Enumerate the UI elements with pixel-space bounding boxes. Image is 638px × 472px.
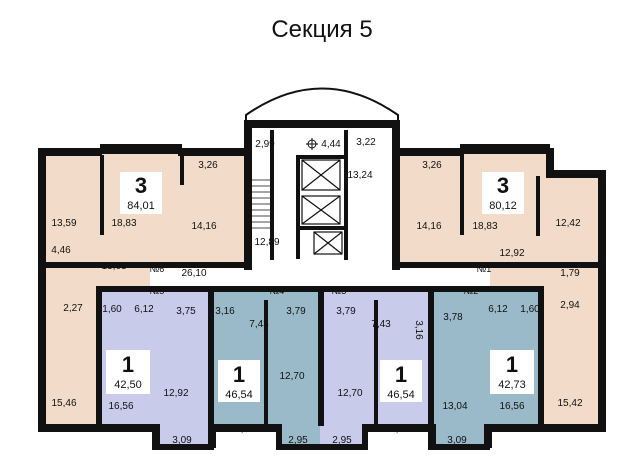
room-area-label: 18,83 (111, 218, 136, 229)
room-area-label: 13,59 (51, 218, 76, 229)
apartment-number-tag: №4 (270, 286, 285, 296)
elevator-shafts (301, 159, 343, 255)
rooms-count: 3 (497, 173, 509, 198)
rooms-count: 1 (233, 362, 245, 387)
rooms-count: 3 (135, 173, 147, 198)
room-area-label: 3,26 (198, 160, 218, 171)
apartment-fill-right-3room (398, 149, 600, 292)
badge-left-3room: 3 84,01 (120, 172, 162, 214)
room-area-label: 1,60 (102, 304, 122, 315)
apartment-number-tag: №6 (150, 264, 165, 274)
room-fill-right-1542 (540, 292, 600, 425)
room-area-label: 18,00 (384, 424, 409, 435)
room-area-label: 12,42 (555, 218, 580, 229)
apartment-fill-1-left-loggia (154, 425, 210, 447)
room-area-label: 3,09 (447, 435, 467, 446)
apartment-number-tag: №5 (150, 286, 165, 296)
room-area-label: 16,56 (108, 401, 133, 412)
badge-apt3-right: 1 46,54 (380, 360, 422, 402)
room-area-label: 15,46 (51, 398, 76, 409)
room-area-label: 4,46 (51, 245, 71, 256)
room-area-label: 26,10 (181, 268, 206, 279)
room-area-label: 1,60 (520, 304, 540, 315)
badge-apt2-left: 1 46,54 (218, 360, 260, 402)
room-area-label: 13,04 (442, 401, 467, 412)
room-area-label: 6,12 (134, 304, 154, 315)
room-area-label: 3,79 (336, 306, 356, 317)
crosshair-icon (306, 138, 318, 150)
apartment-fill-4-right-loggia (430, 425, 486, 447)
room-area-label: 18,83 (472, 221, 497, 232)
section-title: Секция 5 (271, 16, 372, 43)
rooms-count: 1 (395, 362, 407, 387)
room-area-label: 3,26 (422, 160, 442, 171)
core-arc (245, 87, 399, 126)
room-area-label: 6,12 (488, 304, 508, 315)
room-area-label: 7,43 (371, 319, 391, 330)
room-area-label: 3,78 (443, 312, 463, 323)
room-area-label: 1,79 (560, 268, 580, 279)
room-area-label: 13,63 (101, 261, 126, 272)
apartment-fill-left-3room (44, 149, 246, 292)
apartment-area: 42,50 (114, 379, 142, 391)
room-area-label: 12,70 (279, 371, 304, 382)
room-area-label: 2,95 (288, 435, 308, 446)
room-area-label: 3,16 (413, 320, 424, 340)
room-area-label: 4,44 (321, 139, 341, 150)
badge-apt1-left: 1 42,50 (106, 350, 150, 394)
room-area-label: 3,75 (176, 306, 196, 317)
walls (38, 120, 606, 450)
badge-right-3room: 3 80,12 (482, 172, 524, 214)
room-area-label: 12,92 (499, 248, 524, 259)
room-area-label: 15,42 (557, 398, 582, 409)
room-area-label: 18,00 (229, 424, 254, 435)
room-fill-left-1546 (44, 292, 100, 425)
room-area-label: 2,27 (63, 303, 83, 314)
room-area-label: 3,09 (172, 435, 192, 446)
room-area-label: 14,16 (416, 221, 441, 232)
apartment-area: 80,12 (489, 200, 517, 212)
room-area-label: 13,24 (347, 170, 372, 181)
rooms-count: 1 (122, 352, 134, 377)
apartment-number-tag: №2 (464, 286, 479, 296)
room-area-label: 2,94 (560, 300, 580, 311)
apartment-area: 46,54 (387, 389, 415, 401)
room-area-label: 16,56 (499, 401, 524, 412)
room-area-label: 7,43 (249, 319, 269, 330)
room-area-label: 2,95 (332, 435, 352, 446)
room-area-label: 14,16 (191, 221, 216, 232)
apartment-area: 42,73 (498, 379, 526, 391)
room-area-label: 3,16 (215, 306, 235, 317)
staircase (252, 179, 270, 229)
room-area-label: 12,92 (163, 388, 188, 399)
room-area-label: 2,99 (255, 139, 275, 150)
apartment-number-tag: №3 (332, 286, 347, 296)
room-area-label: 3,79 (286, 306, 306, 317)
apartment-fill-3-right-loggia (320, 425, 364, 447)
badge-apt4-right: 1 42,73 (490, 350, 534, 394)
room-area-label: 12,89 (254, 237, 279, 248)
apartment-area: 84,01 (127, 200, 155, 212)
room-area-label: 12,70 (337, 388, 362, 399)
apartment-fill-2-left-loggia (278, 425, 320, 447)
apartment-number-tag: №1 (477, 264, 492, 274)
room-area-label: 3,22 (356, 137, 376, 148)
apartment-area: 46,54 (225, 389, 253, 401)
rooms-count: 1 (506, 352, 518, 377)
